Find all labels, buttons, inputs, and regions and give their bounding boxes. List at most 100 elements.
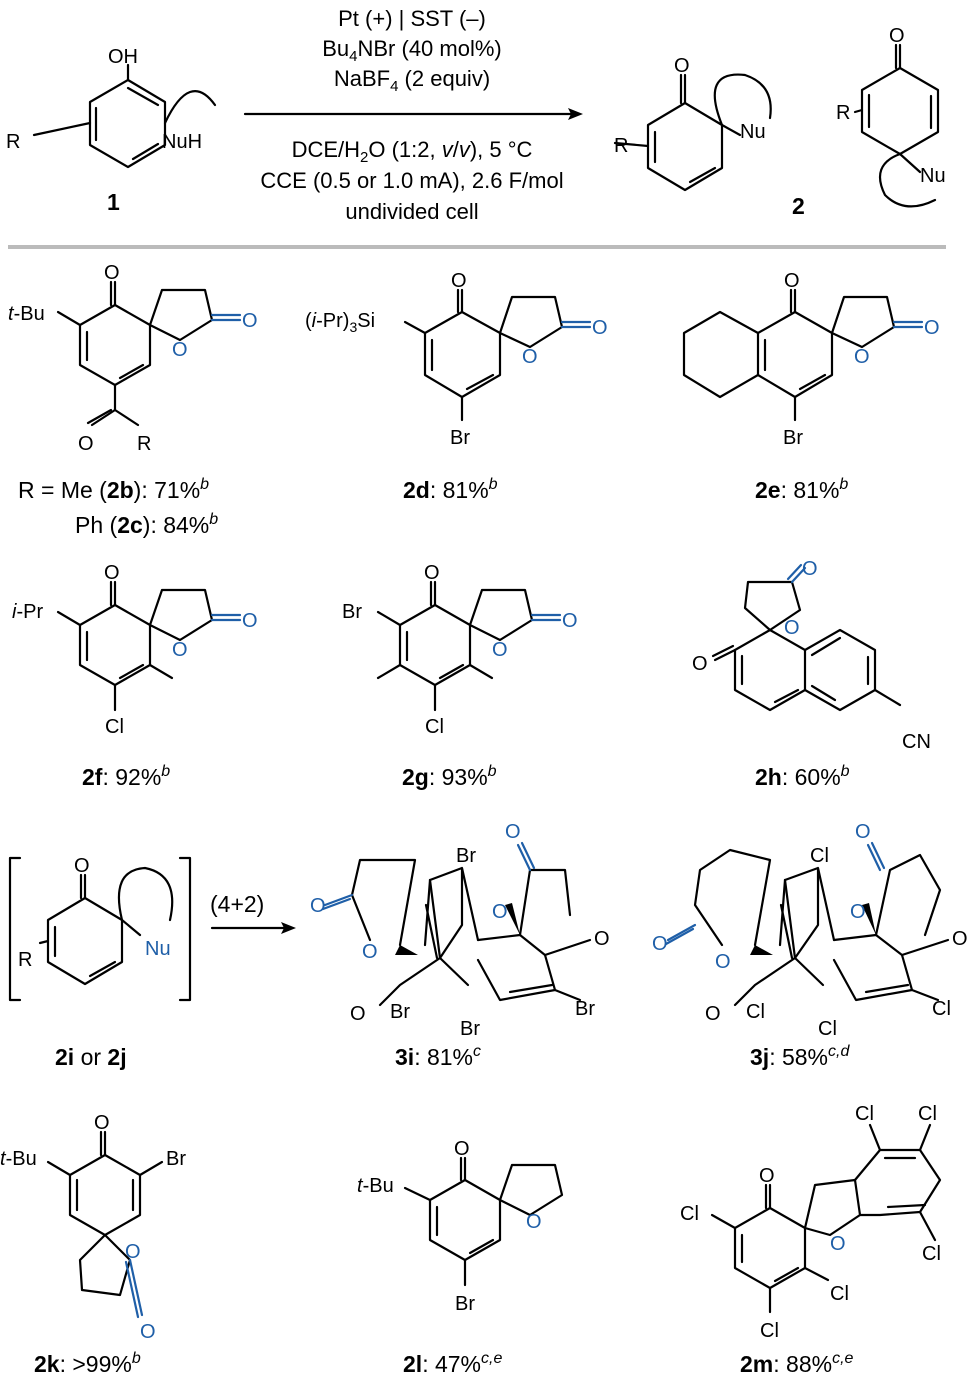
cl-label: Cl — [810, 845, 829, 867]
product-2-ortho: O Nu R — [613, 55, 772, 192]
caption-2l: 2l: 47%c,e — [403, 1350, 502, 1377]
nuh-label: NuH — [162, 131, 202, 153]
compound-3j: Cl O O O O O O Cl Cl Cl 3j: 58%c,d — [652, 821, 968, 1070]
o-carbonyl-label: O — [802, 558, 818, 580]
compound-2b-2c: O t-Bu O O O R R = Me (2b): 71%b Ph (2c)… — [8, 262, 258, 538]
cl-label: Cl — [918, 1103, 937, 1125]
nu-label: Nu — [920, 165, 946, 187]
cond-line-1: Pt (+) | SST (–) — [338, 6, 486, 31]
br-label: Br — [783, 427, 803, 449]
o-ring-label: O — [492, 901, 508, 923]
o-label: O — [350, 1003, 366, 1025]
cl-label: Cl — [746, 1001, 765, 1023]
o-ring-label: O — [172, 639, 188, 661]
o-ring-label: O — [784, 617, 800, 639]
compound-number-1: 1 — [107, 189, 120, 215]
caption-2m: 2m: 88%c,e — [740, 1350, 854, 1377]
cycloaddition-arrow: (4+2) — [210, 891, 296, 934]
br-label: Br — [455, 1293, 475, 1315]
caption-2f: 2f: 92%b — [82, 763, 170, 790]
o-carbonyl-label: O — [505, 821, 521, 843]
o-ring-label: O — [492, 639, 508, 661]
cl-label: Cl — [922, 1243, 941, 1265]
cond-line-3: NaBF4 (2 equiv) — [334, 66, 490, 95]
o-ring-label: O — [715, 951, 731, 973]
compound-number-2: 2 — [792, 193, 805, 219]
cl-label: Cl — [680, 1203, 699, 1225]
br-label: Br — [166, 1148, 186, 1170]
o-ring-label: O — [830, 1233, 846, 1255]
nu-label: Nu — [740, 121, 766, 143]
caption-2k: 2k: >99%b — [34, 1350, 141, 1377]
nu-label: Nu — [145, 938, 171, 960]
o-ring-label: O — [526, 1211, 542, 1233]
o-label: O — [454, 1138, 470, 1160]
br-label: Br — [456, 845, 476, 867]
compound-2m: O Cl O Cl Cl Cl Cl Cl 2m: 88%c,e — [680, 1103, 942, 1377]
o-carbonyl-label: O — [242, 610, 258, 632]
tbu-label: t-Bu — [357, 1175, 394, 1197]
br-label: Br — [390, 1001, 410, 1023]
caption-3i: 3i: 81%c — [395, 1043, 481, 1070]
caption-3j: 3j: 58%c,d — [750, 1043, 850, 1070]
cond-line-2: Bu4NBr (40 mol%) — [322, 36, 502, 65]
tbu-label: t-Bu — [8, 303, 45, 325]
o-ring-label: O — [172, 339, 188, 361]
o-label: O — [705, 1003, 721, 1025]
cond-line-4: DCE/H2O (1:2, v/v), 5 °C — [292, 137, 533, 166]
cl-label: Cl — [425, 716, 444, 738]
caption-2e: 2e: 81%b — [755, 476, 848, 503]
cl-label: Cl — [818, 1018, 837, 1040]
cyclo-label: (4+2) — [210, 891, 264, 917]
o-label: O — [594, 928, 610, 950]
tips-label: (i-Pr)3Si — [305, 310, 375, 335]
o-label: O — [424, 562, 440, 584]
intermediate-2i-2j: O R Nu 2i or 2j — [8, 855, 192, 1070]
br-label: Br — [450, 427, 470, 449]
compound-2l: O t-Bu O Br 2l: 47%c,e — [357, 1138, 564, 1377]
o-carbonyl-label: O — [242, 310, 258, 332]
o-label: O — [674, 55, 690, 77]
o-carbonyl-label: O — [592, 317, 608, 339]
o-label: O — [692, 653, 708, 675]
o-carbonyl-label: O — [855, 821, 871, 843]
caption-2d: 2d: 81%b — [403, 476, 498, 503]
compound-2e: O O O Br 2e: 81%b — [682, 270, 940, 503]
cn-label: CN — [902, 731, 931, 753]
cl-label: Cl — [760, 1320, 779, 1342]
o-label: O — [784, 270, 800, 292]
o-label: O — [952, 928, 968, 950]
o-label: O — [94, 1112, 110, 1134]
compound-2h: O O O CN 2h: 60%b — [692, 558, 931, 790]
caption-2b: R = Me (2b): 71%b — [18, 476, 209, 503]
br-label: Br — [342, 601, 362, 623]
caption-2h: 2h: 60%b — [755, 763, 850, 790]
cond-line-6: undivided cell — [345, 199, 478, 224]
o-label: O — [74, 855, 90, 877]
o-label: O — [104, 562, 120, 584]
caption-2g: 2g: 93%b — [402, 763, 497, 790]
compound-2f: O i-Pr O O Cl 2f: 92%b — [12, 562, 258, 790]
br-label: Br — [575, 998, 595, 1020]
o-carbonyl-label: O — [652, 933, 668, 955]
compound-2d: O (i-Pr)3Si O O Br 2d: 81%b — [305, 270, 608, 503]
r-label: R — [836, 102, 850, 124]
o-label: O — [889, 25, 905, 47]
caption-2c: Ph (2c): 84%b — [75, 511, 218, 538]
o-label: O — [759, 1165, 775, 1187]
tbu-label: t-Bu — [0, 1148, 37, 1170]
reaction-conditions: Pt (+) | SST (–) Bu4NBr (40 mol%) NaBF4 … — [243, 6, 583, 224]
o-carbonyl-label: O — [140, 1321, 156, 1343]
r-label: R — [18, 949, 32, 971]
compound-3i: Br O O O O O O Br Br Br 3i: 81%c — [310, 821, 610, 1070]
o-ring-label: O — [522, 346, 538, 368]
o-carbonyl-label: O — [310, 895, 326, 917]
o-label: O — [451, 270, 467, 292]
r-label: R — [614, 135, 628, 157]
o-ring-label: O — [854, 346, 870, 368]
compound-2g: O Br O O Cl 2g: 93%b — [342, 562, 578, 790]
o-ring-label: O — [850, 901, 866, 923]
cond-line-5: CCE (0.5 or 1.0 mA), 2.6 F/mol — [260, 168, 563, 193]
